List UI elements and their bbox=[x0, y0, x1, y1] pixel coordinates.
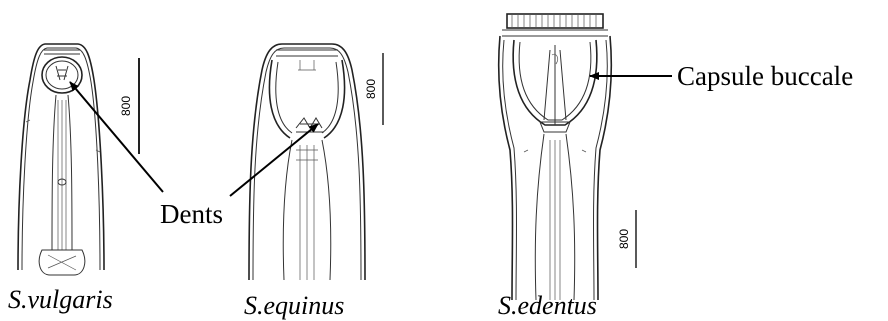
scale-label-edentus: 800 bbox=[617, 229, 631, 249]
scale-label-equinus: 800 bbox=[364, 79, 378, 99]
label-buccal-capsule: Capsule buccale bbox=[677, 61, 853, 91]
species-name-equinus: S.equinus bbox=[244, 291, 344, 320]
label-teeth: Dents bbox=[160, 199, 223, 229]
scale-label-vulgaris: 800 bbox=[119, 96, 133, 116]
arrow-teeth-vulgaris bbox=[70, 82, 163, 192]
species-name-edentus: S.edentus bbox=[498, 291, 597, 320]
specimen-vulgaris-drawing bbox=[18, 44, 104, 275]
specimen-edentus-drawing bbox=[499, 14, 612, 300]
specimen-equinus-drawing bbox=[249, 44, 365, 280]
species-name-vulgaris: S.vulgaris bbox=[8, 285, 113, 314]
